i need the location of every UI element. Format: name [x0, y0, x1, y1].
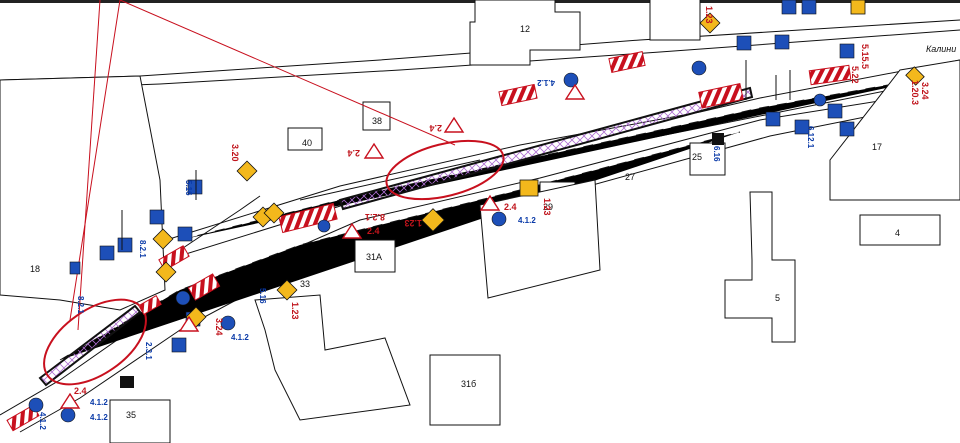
code-412b: 4.1.2 [518, 216, 536, 225]
label-b40: 40 [302, 138, 312, 148]
construction-zone-left [38, 304, 142, 387]
street-label: Калини [926, 44, 956, 54]
label-b27: 27 [625, 172, 635, 182]
code-123d: 1.23 [704, 6, 714, 24]
code-6121: 6.12.1 [806, 126, 815, 149]
sign-blue-round-icon [175, 290, 191, 306]
code-24c: 2.4 [367, 226, 380, 236]
code-616: 6.16 [712, 146, 721, 162]
label-b12: 12 [520, 24, 530, 34]
code-821b: 8.2.1 [138, 240, 147, 258]
code-516a: 5.16 [258, 288, 267, 304]
building-31b [429, 354, 501, 426]
code-412e: 4.1.2 [90, 413, 108, 422]
label-b31a: 31А [366, 252, 382, 262]
building-top [649, 0, 701, 41]
red-triangle-signs [59, 83, 586, 409]
label-b17: 17 [872, 142, 882, 152]
construction-zone-main [338, 86, 754, 211]
label-b18: 18 [30, 264, 40, 274]
code-412f: 4.1.2 [38, 412, 47, 430]
code-123a: 1.23 [404, 218, 422, 228]
sign-blue-round-icon [563, 72, 579, 88]
code-24d: 2.4 [504, 202, 517, 212]
sign-blue-round-icon [60, 407, 76, 423]
code-5155: 5.15.5 [860, 44, 870, 69]
label-b29: 29 [543, 202, 553, 212]
blue-round-signs [28, 60, 827, 423]
sign-blue-round-icon [691, 60, 707, 76]
building-33 [254, 294, 411, 421]
black-block-2 [120, 376, 134, 388]
code-324: 3.24 [214, 318, 224, 336]
code-412c: 4.1.2 [90, 398, 108, 407]
building-12 [469, 0, 581, 66]
code-231: 2.3.1 [144, 342, 153, 360]
sign-posts [121, 60, 791, 250]
label-b33: 33 [300, 279, 310, 289]
highlight-ellipse-main [385, 139, 505, 201]
code-821a: 8.2.1 [365, 212, 385, 222]
barriers [6, 51, 852, 432]
sign-blue-round-icon [491, 211, 507, 227]
building-labels: 12 4 5 17 18 25 27 29 31А 31б 33 35 38 4… [30, 24, 900, 420]
code-12031: 1.20.3 [910, 80, 920, 105]
sign-blue-round-icon [28, 397, 44, 413]
code-24e: 2.4 [74, 386, 87, 396]
building-17 [829, 59, 960, 201]
building-40 [287, 127, 323, 151]
black-block-1 [712, 133, 724, 145]
code-24b: 2.4 [347, 148, 360, 158]
building-4 [859, 214, 941, 246]
code-821c: 8.2.1 [76, 296, 85, 314]
building-35 [109, 399, 171, 443]
code-522: 5.22 [850, 66, 860, 84]
code-320: 3.20 [230, 144, 240, 162]
building-31a [354, 239, 396, 273]
code-516b: 5.16 [184, 180, 193, 196]
label-b35: 35 [126, 410, 136, 420]
label-b38: 38 [372, 116, 382, 126]
code-123b: 1.23 [542, 198, 552, 216]
label-b25: 25 [692, 152, 702, 162]
code-123c: 1.23 [290, 302, 300, 320]
yellow-signs [152, 0, 925, 328]
building-27 [479, 179, 601, 299]
label-b5: 5 [775, 293, 780, 303]
building-38 [362, 101, 391, 131]
road-edges [0, 19, 960, 433]
label-b31b: 31б [461, 379, 476, 389]
label-b4: 4 [895, 228, 900, 238]
code-412d: 4.1.2 [231, 333, 249, 342]
code-24a: 2.4 [429, 123, 442, 133]
sign-blue-round-icon [317, 219, 331, 233]
sign-blue-round-icon [813, 93, 827, 107]
building-18 [0, 75, 166, 311]
sign-blue-round-icon [220, 315, 236, 331]
building-5 [724, 191, 796, 343]
sign-code-labels: 4.1.2 4.1.2 4.1.2 4.1.2 4.1.2 2.4 2.4 2.… [38, 6, 930, 430]
code-412a: 4.1.2 [537, 78, 555, 87]
code-3243: 3.24 [920, 82, 930, 100]
